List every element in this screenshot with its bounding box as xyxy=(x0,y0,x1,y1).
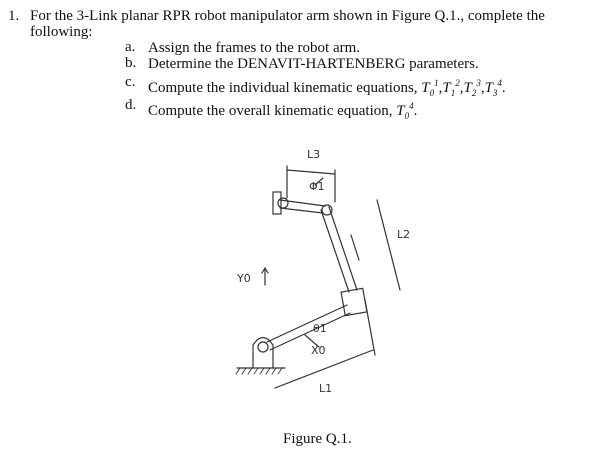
label-l3: L3 xyxy=(307,148,320,161)
end-effector xyxy=(272,191,282,215)
link1-upper xyxy=(266,304,348,343)
equation-t01: T01 xyxy=(421,78,439,98)
label-theta: θ1 xyxy=(313,322,327,335)
equation-t04: T04 xyxy=(396,101,414,121)
item-c-letter: c. xyxy=(125,74,136,90)
robot-figure: L3 L2 L1 Y0 X0 Φ1 θ1 xyxy=(235,148,410,395)
item-c-text: Compute the individual kinematic equatio… xyxy=(148,78,506,98)
link3-upper xyxy=(279,199,326,207)
equation-t34: T34 xyxy=(484,78,502,98)
item-b-text: Determine the DENAVIT-HARTENBERG paramet… xyxy=(148,56,479,72)
item-a-letter: a. xyxy=(125,39,136,55)
ground-hatch xyxy=(235,367,283,375)
item-d-text: Compute the overall kinematic equation, … xyxy=(148,101,418,121)
equation-t12: T12 xyxy=(442,78,460,98)
item-d-letter: d. xyxy=(125,97,137,113)
label-l2: L2 xyxy=(397,228,410,241)
question-number: 1. xyxy=(8,8,20,24)
question-text-line2: following: xyxy=(30,24,93,40)
base-joint xyxy=(252,336,274,369)
question-text-line1: For the 3-Link planar RPR robot manipula… xyxy=(30,8,545,24)
label-x0: X0 xyxy=(311,344,326,357)
item-c-label: Compute the individual kinematic equatio… xyxy=(148,80,418,96)
item-a-text: Assign the frames to the robot arm. xyxy=(148,40,361,56)
figure-caption: Figure Q.1. xyxy=(283,431,352,447)
link2-left xyxy=(320,209,350,293)
top-joint xyxy=(321,204,333,216)
label-y0: Y0 xyxy=(236,272,251,285)
l3-dimension xyxy=(286,169,336,175)
item-b-letter: b. xyxy=(125,55,137,71)
link2-right xyxy=(328,206,358,291)
label-phi1: Φ1 xyxy=(309,180,325,193)
x0-axis-arrow xyxy=(304,334,320,348)
item-d-label: Compute the overall kinematic equation, xyxy=(148,103,393,119)
end-pin xyxy=(277,197,289,209)
link3-lower xyxy=(279,207,324,214)
base-pin xyxy=(257,341,269,353)
label-l1: L1 xyxy=(319,382,332,395)
d-arrow xyxy=(350,234,360,261)
link1-lower xyxy=(269,312,351,351)
phi-arrow xyxy=(314,177,324,186)
equation-t23: T23 xyxy=(463,78,481,98)
l2-dimension xyxy=(376,199,401,291)
prismatic-block xyxy=(340,287,368,317)
l1-dimension xyxy=(274,349,374,389)
